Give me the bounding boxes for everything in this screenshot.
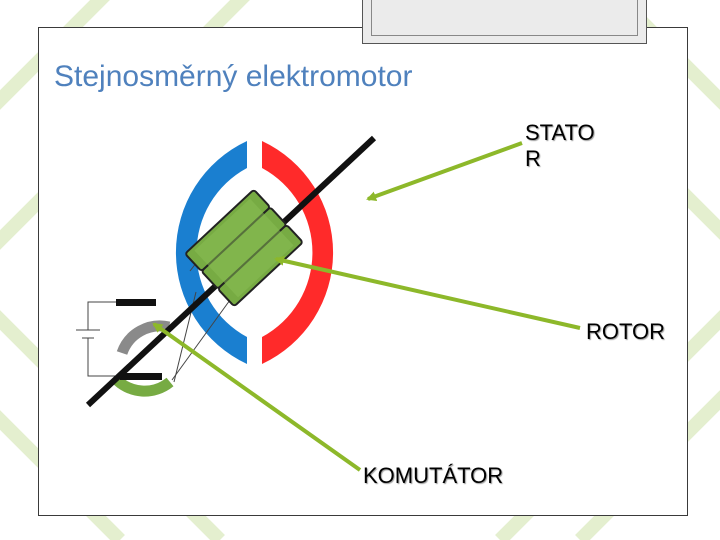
komutator-arrow [152,322,362,472]
commutator-green-segment [110,374,174,397]
rotor-coils [185,189,303,307]
rotor-arrow [274,255,581,330]
stator-arrow [366,141,523,201]
brush-top [116,299,156,306]
stator-label-line2: R [525,146,541,171]
rotor-label: ROTOR [586,319,666,344]
slide-title: Stejnosměrný elektromotor [54,60,413,93]
battery-circuit [76,301,120,377]
slide-top-bar [362,0,647,44]
stator-label: STATO R [525,120,635,172]
stator-label-line1: STATO [525,120,595,145]
slide-top-bar-inner [371,0,638,36]
brush-bottom [120,373,162,380]
komutator-label: KOMUTÁTOR [363,463,504,488]
